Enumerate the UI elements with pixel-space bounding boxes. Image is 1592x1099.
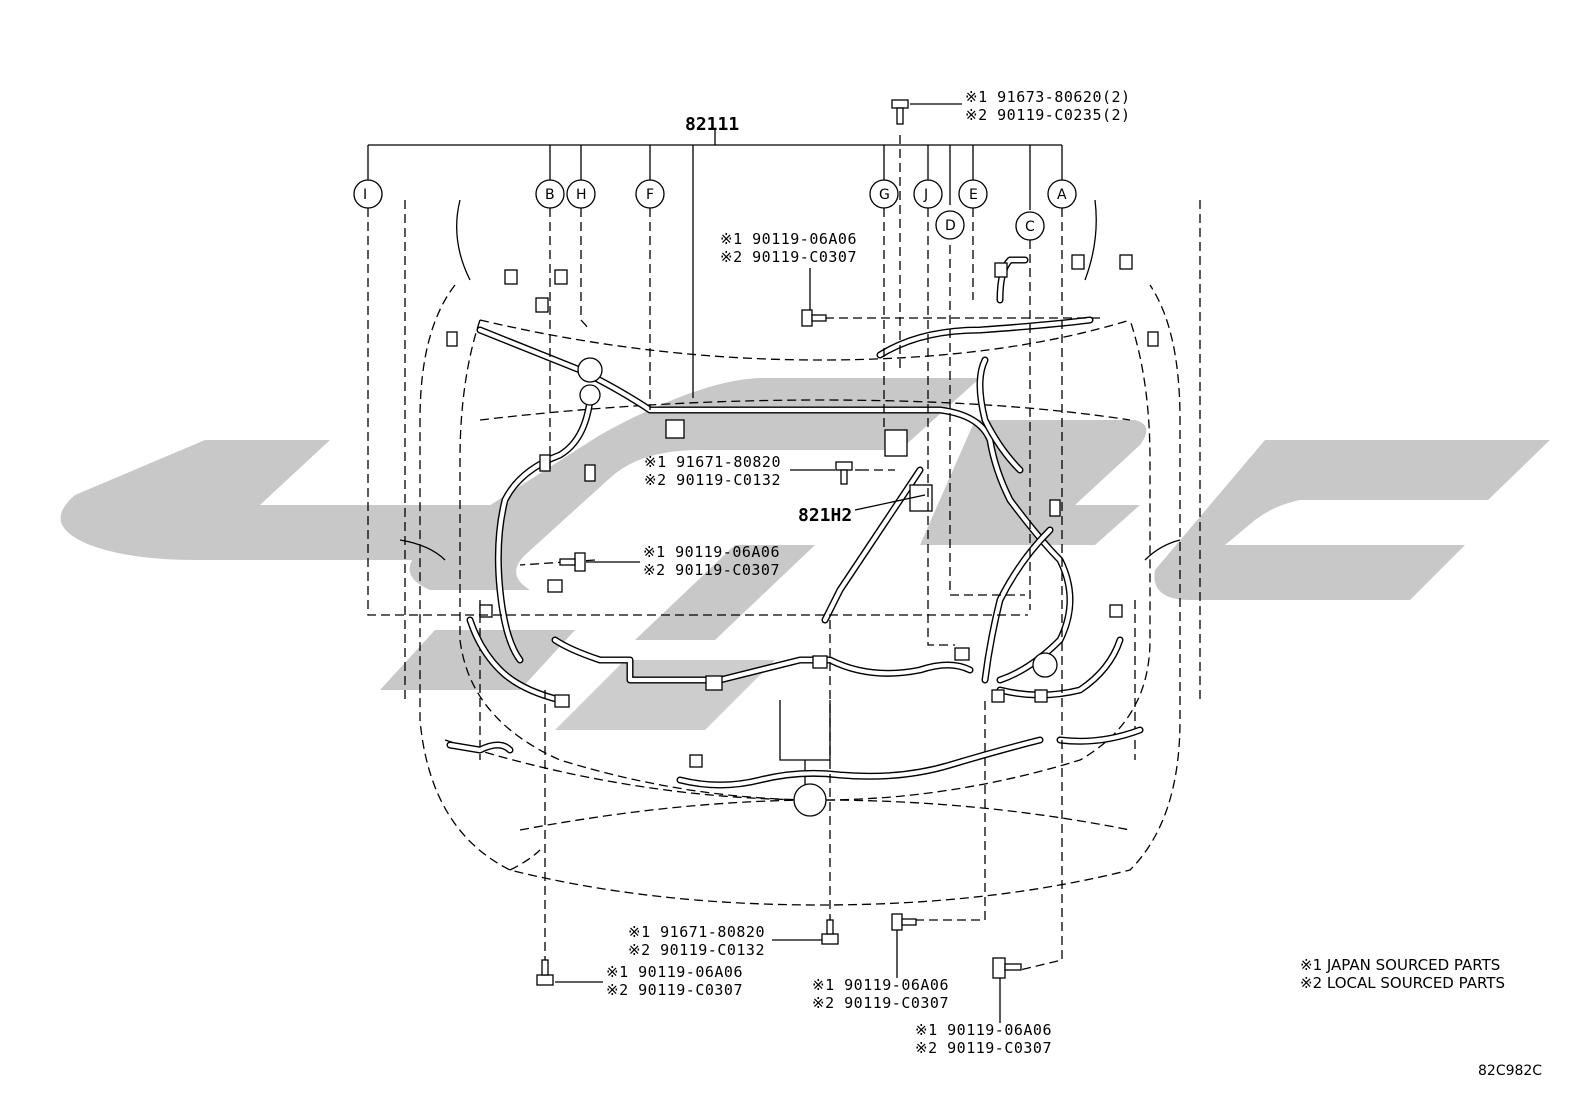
svg-text:※1 91673-80620(2): ※1 91673-80620(2) <box>965 88 1131 106</box>
leader-lines <box>367 130 1100 971</box>
svg-text:※1 91671-80820: ※1 91671-80820 <box>644 453 781 471</box>
main-part-number: 82111 <box>685 114 739 135</box>
fastener-top: ※1 91673-80620(2) ※2 90119-C0235(2) <box>891 88 1131 125</box>
callout-H: H <box>566 179 596 209</box>
wiring-harness <box>446 254 1159 817</box>
svg-text:※2 90119-C0307: ※2 90119-C0307 <box>606 981 743 999</box>
fastener-mid2: ※1 90119-06A06 ※2 90119-C0307 <box>559 543 780 579</box>
callout-B: B <box>535 179 565 209</box>
fastener-bot4: ※1 90119-06A06 ※2 90119-C0307 <box>915 957 1052 1057</box>
svg-text:※1 90119-06A06: ※1 90119-06A06 <box>915 1021 1052 1039</box>
fastener-bot3: ※1 90119-06A06 ※2 90119-C0307 <box>812 913 949 1012</box>
svg-text:※1 90119-06A06: ※1 90119-06A06 <box>720 230 857 248</box>
svg-text:※2 90119-C0307: ※2 90119-C0307 <box>643 561 780 579</box>
diagram-code: 82C982C <box>1478 1063 1542 1079</box>
callout-I: I <box>353 179 383 209</box>
svg-text:※2 90119-C0132: ※2 90119-C0132 <box>644 471 781 489</box>
fastener-bot2: ※1 90119-06A06 ※2 90119-C0307 <box>536 959 743 999</box>
svg-text:E: E <box>969 187 978 203</box>
callout-F: F <box>635 179 665 209</box>
bolt-icon <box>835 461 853 485</box>
callout-G: G <box>869 179 899 209</box>
svg-text:※2 90119-C0307: ※2 90119-C0307 <box>915 1039 1052 1057</box>
callout-E: E <box>958 179 988 209</box>
svg-text:D: D <box>945 218 956 234</box>
bolt-icon <box>559 552 586 572</box>
sub-part-number: 821H2 <box>798 505 852 526</box>
svg-text:I: I <box>363 187 367 203</box>
legend: ※1 JAPAN SOURCED PARTS ※2 LOCAL SOURCED … <box>1300 956 1505 992</box>
svg-text:※1 91671-80820: ※1 91671-80820 <box>628 923 765 941</box>
callout-C: C <box>1015 211 1045 241</box>
svg-text:J: J <box>923 187 928 203</box>
bolt-icon <box>801 309 827 327</box>
svg-text:※2 90119-C0235(2): ※2 90119-C0235(2) <box>965 106 1131 124</box>
svg-text:G: G <box>879 187 890 203</box>
svg-text:※2 90119-C0307: ※2 90119-C0307 <box>720 248 857 266</box>
callout-A: A <box>1047 179 1077 209</box>
svg-text:F: F <box>646 187 654 203</box>
svg-text:H: H <box>576 187 587 203</box>
bolt-icon <box>891 913 917 931</box>
svg-text:C: C <box>1025 219 1035 235</box>
fastener-upper: ※1 90119-06A06 ※2 90119-C0307 <box>720 230 857 327</box>
svg-text:A: A <box>1057 187 1067 203</box>
bolt-icon <box>821 919 839 945</box>
bolt-icon <box>891 99 909 125</box>
callout-D: D <box>935 210 965 240</box>
svg-text:※2 90119-C0307: ※2 90119-C0307 <box>812 994 949 1012</box>
svg-text:※1 90119-06A06: ※1 90119-06A06 <box>606 963 743 981</box>
callout-J: J <box>913 179 943 209</box>
svg-text:※1 90119-06A06: ※1 90119-06A06 <box>812 976 949 994</box>
fastener-mid1: ※1 91671-80820 ※2 90119-C0132 <box>644 453 853 489</box>
svg-text:B: B <box>545 187 555 203</box>
svg-text:※1 90119-06A06: ※1 90119-06A06 <box>643 543 780 561</box>
bolt-icon <box>992 957 1022 979</box>
fastener-bot1: ※1 91671-80820 ※2 90119-C0132 <box>628 919 839 959</box>
bolt-icon <box>536 959 554 986</box>
svg-text:※2 90119-C0132: ※2 90119-C0132 <box>628 941 765 959</box>
watermark-logo <box>60 378 1550 730</box>
svg-text:※2 LOCAL SOURCED PARTS: ※2 LOCAL SOURCED PARTS <box>1300 974 1505 992</box>
svg-text:※1 JAPAN SOURCED PARTS: ※1 JAPAN SOURCED PARTS <box>1300 956 1500 974</box>
